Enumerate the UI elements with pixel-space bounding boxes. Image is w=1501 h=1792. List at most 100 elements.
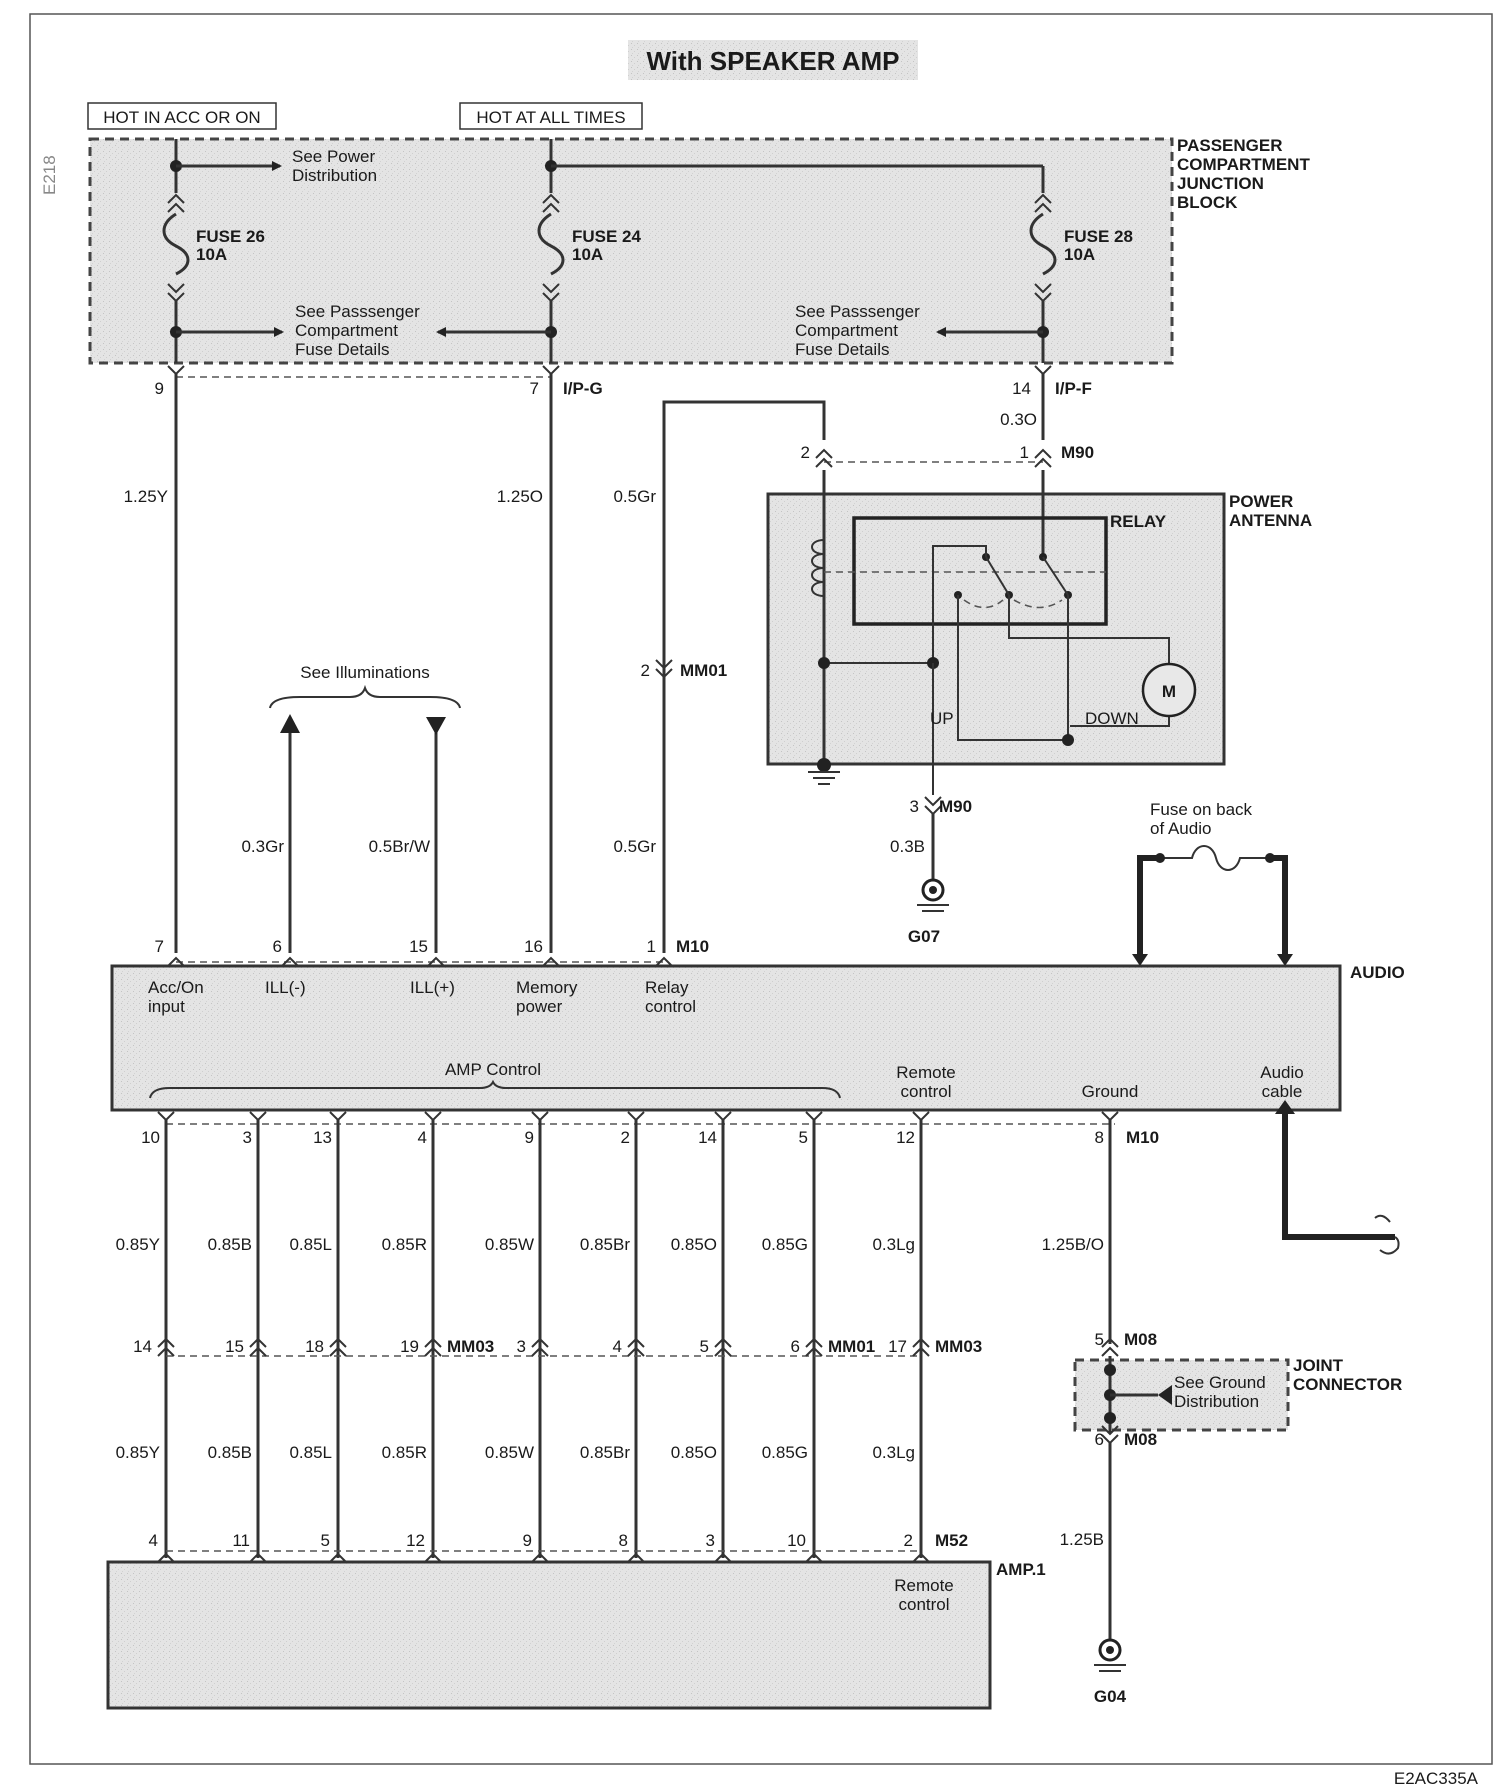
junction-block-label: PASSENGER COMPARTMENT JUNCTION BLOCK (1177, 136, 1310, 212)
svg-text:Fuse Details: Fuse Details (295, 340, 389, 359)
svg-text:5: 5 (321, 1531, 330, 1550)
antenna-motor-icon (1141, 662, 1197, 718)
svg-text:JOINT: JOINT (1293, 1356, 1344, 1375)
svg-text:0.85Y: 0.85Y (116, 1235, 160, 1254)
amp-pins: 4 11 5 12 9 8 3 10 2 (149, 1531, 913, 1550)
svg-text:See Ground: See Ground (1174, 1373, 1266, 1392)
illum-brace-icon (269, 684, 461, 709)
power-antenna-box (766, 492, 1226, 766)
audio-cable-icon (1282, 1114, 1395, 1240)
svg-text:3: 3 (517, 1337, 526, 1356)
connector-m10-top: M10 (676, 937, 709, 956)
svg-text:1: 1 (1020, 443, 1029, 462)
feed-acc-label: HOT IN ACC OR ON (103, 108, 260, 127)
relay-switch-b-icon (1042, 556, 1069, 596)
audio-label: AUDIO (1350, 963, 1405, 982)
svg-text:14: 14 (698, 1128, 717, 1147)
svg-text:0.85O: 0.85O (671, 1443, 717, 1462)
see-power-line1: See Power (292, 147, 375, 166)
audio-top-pins: 7 6 15 16 1 (155, 937, 656, 956)
svg-text:11: 11 (232, 1531, 250, 1550)
connector-m10-bottom: M10 (1126, 1128, 1159, 1147)
antenna-down-label: DOWN (1085, 709, 1139, 728)
joint-connector-label: JOINT CONNECTOR (1293, 1356, 1402, 1394)
svg-text:power: power (516, 997, 563, 1016)
svg-text:ILL(-): ILL(-) (265, 978, 306, 997)
svg-text:6: 6 (273, 937, 282, 956)
svg-text:control: control (645, 997, 696, 1016)
figure-code: E2AC335A (1394, 1769, 1479, 1788)
svg-text:PASSENGER: PASSENGER (1177, 136, 1283, 155)
connector-m90-bottom: M90 (939, 797, 972, 816)
relay-switch-a-icon (985, 556, 1010, 596)
svg-text:3: 3 (910, 797, 919, 816)
svg-text:10: 10 (787, 1531, 806, 1550)
svg-text:cable: cable (1262, 1082, 1303, 1101)
svg-text:19: 19 (400, 1337, 419, 1356)
svg-text:0.85L: 0.85L (289, 1235, 332, 1254)
wire-125bo: 1.25B/O (1042, 1235, 1104, 1254)
amp-unit (106, 1560, 992, 1710)
feed-all-label: HOT AT ALL TIMES (476, 108, 625, 127)
svg-text:0.85O: 0.85O (671, 1235, 717, 1254)
illum-up-arrow-icon (280, 714, 300, 733)
svg-text:0.5Gr: 0.5Gr (613, 487, 656, 506)
svg-text:5: 5 (799, 1128, 808, 1147)
svg-text:0.85B: 0.85B (208, 1443, 252, 1462)
svg-text:6: 6 (791, 1337, 800, 1356)
svg-text:See Passsenger: See Passsenger (295, 302, 420, 321)
svg-text:16: 16 (524, 937, 543, 956)
antenna-up-label: UP (930, 709, 954, 728)
chassis-ground-icon (808, 771, 840, 785)
connector-mm03-b: MM03 (935, 1337, 982, 1356)
svg-text:9: 9 (525, 1128, 534, 1147)
ground-g04-label: G04 (1094, 1687, 1127, 1706)
svg-text:M: M (1162, 682, 1176, 701)
svg-text:0.3Lg: 0.3Lg (872, 1235, 915, 1254)
svg-text:input: input (148, 997, 185, 1016)
svg-text:4: 4 (418, 1128, 427, 1147)
svg-text:Audio: Audio (1260, 1063, 1303, 1082)
see-power-line2: Distribution (292, 166, 377, 185)
relay-label: RELAY (1110, 512, 1167, 531)
connector-ip-f: I/P-F (1055, 379, 1092, 398)
svg-text:Memory: Memory (516, 978, 578, 997)
pin-14: 14 (1012, 379, 1031, 398)
svg-text:0.3Gr: 0.3Gr (241, 837, 284, 856)
svg-text:2: 2 (801, 443, 810, 462)
fuse-28-rating: 10A (1064, 245, 1095, 264)
svg-text:2: 2 (641, 661, 650, 680)
see-ground-distribution: See Ground Distribution (1174, 1373, 1266, 1411)
svg-text:0.3Lg: 0.3Lg (872, 1443, 915, 1462)
svg-text:2: 2 (904, 1531, 913, 1550)
amp-control-brace-icon (149, 1079, 841, 1099)
svg-text:15: 15 (225, 1337, 244, 1356)
see-ground-arrow-icon (1158, 1385, 1172, 1405)
ground-g07-label: G07 (908, 927, 940, 946)
svg-text:Remote: Remote (896, 1063, 956, 1082)
audio-bottom-pins: 10 3 13 4 9 2 14 5 12 8 (141, 1128, 1104, 1147)
connector-ip-g: I/P-G (563, 379, 603, 398)
svg-text:1: 1 (647, 937, 656, 956)
connector-mm01-lower: MM01 (828, 1337, 875, 1356)
relay-coil-icon (811, 539, 825, 597)
svg-text:12: 12 (406, 1531, 425, 1550)
amp-control-label: AMP Control (445, 1060, 541, 1079)
title-backdrop (628, 40, 918, 80)
fuse-24-rating: 10A (572, 245, 603, 264)
ground-g04-icon (1098, 1638, 1122, 1662)
svg-text:5: 5 (1095, 1330, 1104, 1349)
fuse-26-icon (162, 212, 190, 276)
margin-mark: E218 (40, 155, 59, 195)
svg-text:5: 5 (700, 1337, 709, 1356)
svg-text:BLOCK: BLOCK (1177, 193, 1238, 212)
mm01-connector-icon (655, 659, 673, 679)
svg-text:6: 6 (1095, 1430, 1104, 1449)
wire-125b: 1.25B (1060, 1530, 1104, 1549)
amp-wire-colors-upper: 0.85Y 0.85B 0.85L 0.85R 0.85W 0.85Br 0.8… (116, 1235, 915, 1254)
svg-text:Compartment: Compartment (295, 321, 398, 340)
svg-text:0.85W: 0.85W (485, 1443, 534, 1462)
connector-m08-top: M08 (1124, 1330, 1157, 1349)
svg-text:control: control (898, 1595, 949, 1614)
